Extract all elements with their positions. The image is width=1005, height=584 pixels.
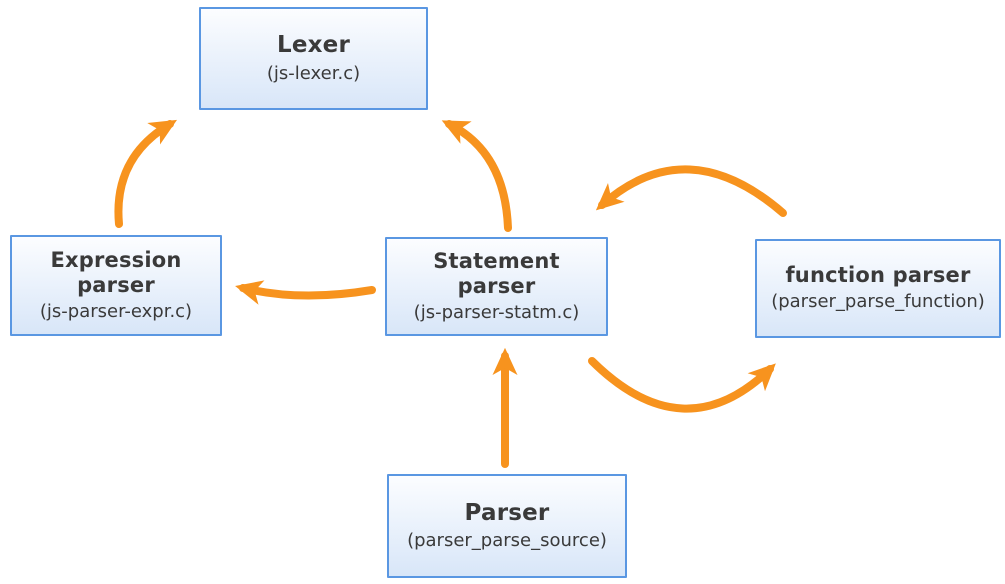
node-parser: Parser (parser_parse_source) xyxy=(387,474,627,578)
node-statement-parser-subtitle: (js-parser-statm.c) xyxy=(413,301,580,323)
node-lexer-subtitle: (js-lexer.c) xyxy=(266,62,361,84)
node-expression-parser: Expression parser (js-parser-expr.c) xyxy=(10,235,222,336)
node-function-parser-subtitle: (parser_parse_function) xyxy=(771,291,985,313)
node-statement-parser-title: Statement parser xyxy=(433,248,560,298)
node-statement-parser: Statement parser (js-parser-statm.c) xyxy=(385,237,608,336)
arrow-statement-parser-to-expression-parser xyxy=(235,280,376,305)
node-expression-parser-title: Expression parser xyxy=(50,247,182,297)
node-expression-parser-subtitle: (js-parser-expr.c) xyxy=(39,300,193,322)
node-function-parser: function parser (parser_parse_function) xyxy=(755,239,1001,338)
node-parser-title: Parser xyxy=(464,499,550,526)
arrow-statement-parser-to-function-parser xyxy=(588,357,776,413)
node-parser-subtitle: (parser_parse_source) xyxy=(407,530,607,552)
arrow-function-parser-to-statement-parser xyxy=(595,165,787,217)
node-lexer: Lexer (js-lexer.c) xyxy=(199,7,428,110)
arrow-expression-parser-to-lexer xyxy=(114,119,178,228)
arrow-statement-parser-to-lexer xyxy=(441,120,512,232)
node-lexer-title: Lexer xyxy=(276,32,351,58)
node-function-parser-title: function parser xyxy=(785,263,971,288)
